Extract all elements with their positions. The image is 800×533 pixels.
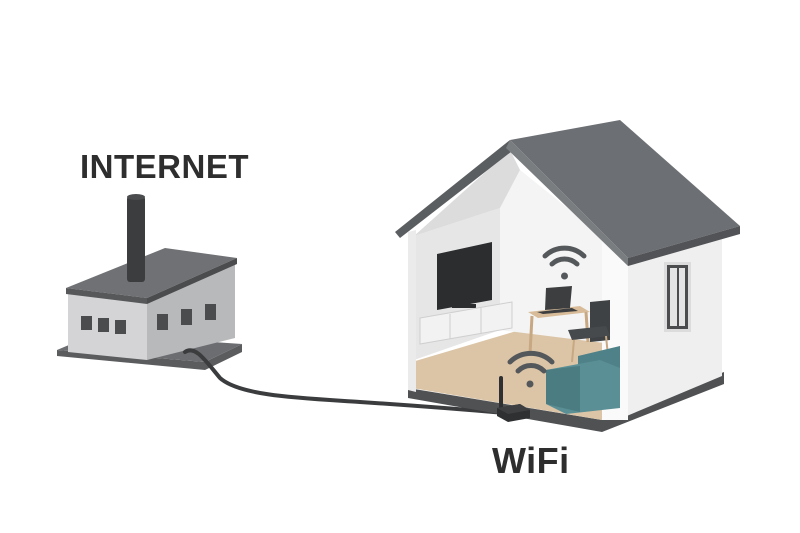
tv-icon — [437, 242, 492, 310]
wifi-signal-icon — [542, 245, 587, 280]
internet-label: INTERNET — [80, 148, 249, 185]
chair-icon — [568, 300, 610, 363]
armchair-icon — [546, 346, 620, 414]
wifi-label: WiFi — [492, 440, 570, 481]
router-icon — [497, 376, 530, 422]
window-icon — [664, 262, 691, 332]
house-cutaway — [395, 120, 740, 432]
tv-cabinet-icon — [419, 301, 513, 345]
chimney-icon — [127, 194, 145, 282]
network-cable — [183, 348, 507, 415]
laptop-icon — [537, 286, 578, 314]
wifi-signal-icon — [507, 350, 555, 388]
factory-building — [57, 194, 242, 370]
